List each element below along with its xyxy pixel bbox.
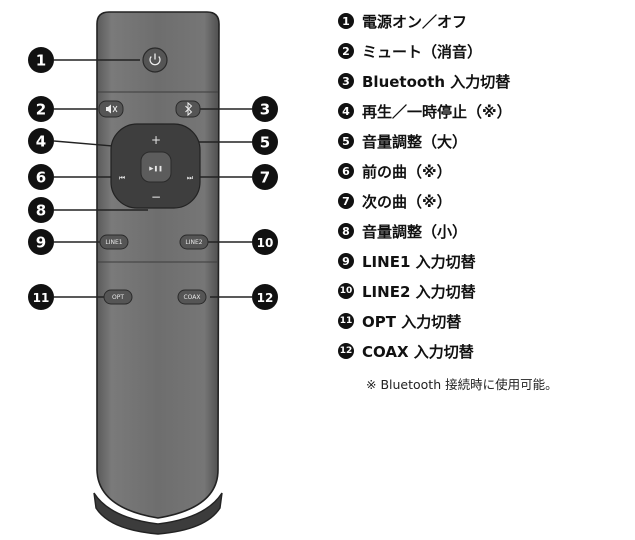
svg-text:9: 9 <box>36 234 46 252</box>
previous-track-button[interactable]: ⏮ <box>112 165 140 189</box>
legend-number: 1 <box>338 13 354 29</box>
legend-item: 5 音量調整（大） <box>338 126 633 156</box>
next-track-icon: ⏭ <box>187 174 194 182</box>
svg-text:7: 7 <box>260 169 270 187</box>
legend-number: 4 <box>338 103 354 119</box>
legend-text: OPT 入力切替 <box>362 312 462 331</box>
callout-3: 3 <box>252 96 278 122</box>
legend-item: 8 音量調整（小） <box>338 216 633 246</box>
opt-label: OPT <box>112 294 124 301</box>
legend-text: 音量調整（大） <box>362 132 468 151</box>
volume-up-label: + <box>151 133 161 147</box>
legend-text: 電源オン／オフ <box>362 12 468 31</box>
legend-number: 2 <box>338 43 354 59</box>
bluetooth-icon <box>185 101 193 117</box>
remote-control-diagram: + − ⏮ ⏭ ▶❚❚ LINE1 LINE2 OPT COAX 1 2 <box>28 11 278 535</box>
svg-text:8: 8 <box>36 202 46 220</box>
svg-text:5: 5 <box>260 134 270 152</box>
callout-11: 11 <box>28 284 54 310</box>
legend-number: 10 <box>338 283 354 299</box>
svg-text:10: 10 <box>257 236 274 250</box>
volume-down-button[interactable]: − <box>141 184 171 206</box>
legend-text: LINE1 入力切替 <box>362 252 476 271</box>
legend-item: 4 再生／一時停止（※） <box>338 96 633 126</box>
legend-text: Bluetooth 入力切替 <box>362 72 511 91</box>
callout-7: 7 <box>252 164 278 190</box>
line1-button[interactable]: LINE1 <box>99 234 129 250</box>
legend-text: 再生／一時停止（※） <box>362 102 512 121</box>
legend-item: 2 ミュート（消音） <box>338 36 633 66</box>
legend-text: COAX 入力切替 <box>362 342 474 361</box>
svg-text:6: 6 <box>36 169 46 187</box>
callout-4: 4 <box>28 128 54 154</box>
mute-button[interactable] <box>98 100 124 118</box>
line2-label: LINE2 <box>185 239 202 246</box>
legend-text: LINE2 入力切替 <box>362 282 476 301</box>
legend-list: 1 電源オン／オフ 2 ミュート（消音） 3 Bluetooth 入力切替 4 再生／一… <box>338 6 633 366</box>
callout-6: 6 <box>28 164 54 190</box>
volume-down-label: − <box>151 190 161 204</box>
svg-text:3: 3 <box>260 101 270 119</box>
legend-number: 12 <box>338 343 354 359</box>
volume-up-button[interactable]: + <box>141 126 171 150</box>
legend-number: 5 <box>338 133 354 149</box>
power-icon <box>149 53 161 66</box>
play-pause-icon: ▶❚❚ <box>149 165 162 172</box>
legend-number: 11 <box>338 313 354 329</box>
svg-text:2: 2 <box>36 101 46 119</box>
mute-icon <box>106 104 118 114</box>
next-track-button[interactable]: ⏭ <box>172 165 199 189</box>
line1-label: LINE1 <box>105 239 122 246</box>
legend-number: 8 <box>338 223 354 239</box>
callout-9: 9 <box>28 229 54 255</box>
callout-lines <box>53 59 252 298</box>
play-pause-button[interactable]: ▶❚❚ <box>141 152 171 182</box>
legend-text: 次の曲（※） <box>362 192 452 211</box>
coax-button[interactable]: COAX <box>177 289 207 305</box>
callout-5: 5 <box>252 129 278 155</box>
svg-text:4: 4 <box>36 133 46 151</box>
legend-item: 11 OPT 入力切替 <box>338 306 633 336</box>
legend-text: ミュート（消音） <box>362 42 483 61</box>
callout-12: 12 <box>252 284 278 310</box>
callout-10: 10 <box>252 229 278 255</box>
svg-text:11: 11 <box>33 291 50 305</box>
legend-item: 1 電源オン／オフ <box>338 6 633 36</box>
dpad <box>110 123 201 209</box>
previous-track-icon: ⏮ <box>119 174 125 182</box>
opt-button[interactable]: OPT <box>103 289 133 305</box>
callout-2: 2 <box>28 96 54 122</box>
legend-item: 9 LINE1 入力切替 <box>338 246 633 276</box>
legend-item: 7 次の曲（※） <box>338 186 633 216</box>
callout-1: 1 <box>28 47 54 73</box>
svg-text:1: 1 <box>36 52 46 70</box>
legend-item: 6 前の曲（※） <box>338 156 633 186</box>
legend-number: 6 <box>338 163 354 179</box>
coax-label: COAX <box>183 294 200 301</box>
bluetooth-button[interactable] <box>175 100 201 118</box>
legend-text: 前の曲（※） <box>362 162 452 181</box>
legend-number: 3 <box>338 73 354 89</box>
legend-item: 10 LINE2 入力切替 <box>338 276 633 306</box>
line2-button[interactable]: LINE2 <box>179 234 209 250</box>
svg-text:12: 12 <box>257 291 274 305</box>
footnote: ※ Bluetooth 接続時に使用可能。 <box>366 377 558 392</box>
remote-body <box>93 11 223 535</box>
power-button[interactable] <box>142 47 168 73</box>
callout-8: 8 <box>28 197 54 223</box>
legend-number: 9 <box>338 253 354 269</box>
legend-item: 3 Bluetooth 入力切替 <box>338 66 633 96</box>
legend-text: 音量調整（小） <box>362 222 468 241</box>
legend-number: 7 <box>338 193 354 209</box>
legend-item: 12 COAX 入力切替 <box>338 336 633 366</box>
